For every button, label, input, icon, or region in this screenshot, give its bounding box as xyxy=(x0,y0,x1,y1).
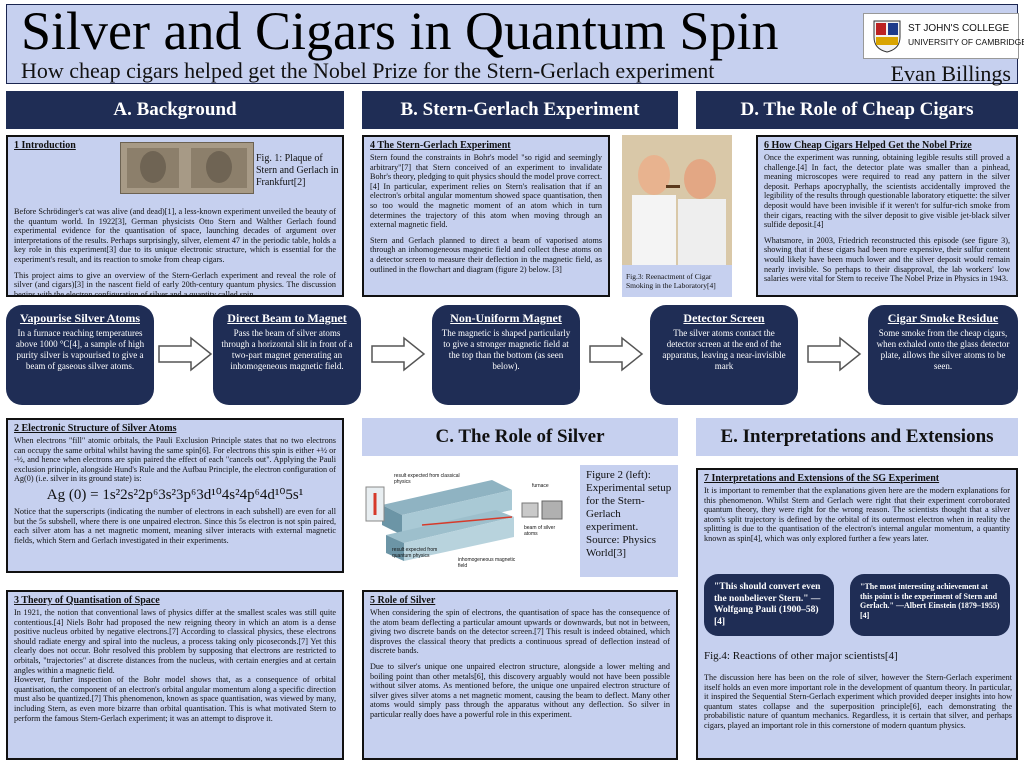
label-quantum-result: result expected from quantum physics xyxy=(392,547,438,559)
section-c-header: C. The Role of Silver xyxy=(362,418,678,456)
flow-arrow-icon xyxy=(807,336,862,372)
flow-step-5-title: Cigar Smoke Residue xyxy=(887,311,999,325)
plaque-relief-icon xyxy=(127,148,247,188)
electron-configuration-formula: Ag (0) = 1s²2s²2p⁶3s²3p⁶3d¹⁰4s²4p⁶4d¹⁰5s… xyxy=(46,486,304,503)
introduction-heading: 1 Introduction xyxy=(14,140,76,151)
label-magnet: inhomogeneous magnetic field xyxy=(458,557,516,569)
interpretations-paragraph-1: It is important to remember that the exp… xyxy=(704,486,1010,543)
stern-gerlach-paragraph-2: Stern and Gerlach planned to direct a be… xyxy=(370,235,602,274)
figure-3-caption: Fig.3: Reenactment of Cigar Smoking in t… xyxy=(626,272,716,290)
flow-step-1: Vapourise Silver Atoms In a furnace reac… xyxy=(6,305,154,405)
role-of-silver-paragraph-1: When considering the spin of electrons, … xyxy=(370,608,670,656)
theory-paragraph-1: In 1921, the notion that conventional la… xyxy=(14,608,336,675)
logo-line-1: ST JOHN'S COLLEGE xyxy=(908,23,1010,34)
interpretations-heading: 7 Interpretations and Extensions of the … xyxy=(704,473,940,484)
figure-2-diagram: result expected from classical physics f… xyxy=(362,465,574,577)
section-a-header: A. Background xyxy=(6,91,344,129)
role-of-silver-paragraph-2: Due to silver's unique one unpaired elec… xyxy=(370,661,670,719)
einstein-quote: "The most interesting achievement at thi… xyxy=(850,574,1010,636)
label-classical-result: result expected from classical physics xyxy=(394,473,460,485)
electronic-structure-box: 2 Electronic Structure of Silver Atoms W… xyxy=(6,418,344,573)
flow-step-4-text: The silver atoms contact the detector sc… xyxy=(662,328,786,371)
electronic-structure-paragraph-1: When electrons "fill" atomic orbitals, t… xyxy=(14,436,336,484)
flow-step-3-title: Non-Uniform Magnet xyxy=(450,311,562,325)
stern-gerlach-heading: 4 The Stern-Gerlach Experiment xyxy=(370,140,511,151)
label-furnace: furnace xyxy=(532,483,549,489)
stern-gerlach-box: 4 The Stern-Gerlach Experiment Stern fou… xyxy=(362,135,610,297)
flow-step-2: Direct Beam to Magnet Pass the beam of s… xyxy=(213,305,361,405)
interpretations-box: 7 Interpretations and Extensions of the … xyxy=(696,468,1018,760)
flow-step-3-text: The magnetic is shaped particularly to g… xyxy=(441,328,571,371)
poster-title: Silver and Cigars in Quantum Spin xyxy=(21,1,779,61)
introduction-box: 1 Introduction Fig. 1: Plaque of Stern a… xyxy=(6,135,344,297)
flow-step-2-text: Pass the beam of silver atoms through a … xyxy=(221,328,353,371)
flow-step-2-title: Direct Beam to Magnet xyxy=(227,311,347,325)
poster-header: Silver and Cigars in Quantum Spin How ch… xyxy=(6,1,1024,86)
stern-gerlach-paragraph-1: Stern found the constraints in Bohr's mo… xyxy=(370,153,602,230)
theory-box: 3 Theory of Quantisation of Space In 192… xyxy=(6,590,344,760)
pauli-quote: "This should convert even the nonbelieve… xyxy=(704,574,834,636)
introduction-paragraph-2: This project aims to give an overview of… xyxy=(14,270,336,297)
flow-step-5: Cigar Smoke Residue Some smoke from the … xyxy=(868,305,1018,405)
section-b-header: B. Stern-Gerlach Experiment xyxy=(362,91,678,129)
theory-paragraph-2: However, further inspection of the Bohr … xyxy=(14,675,336,723)
cigar-reenactment-photo xyxy=(622,135,732,265)
plaque-image xyxy=(120,142,254,194)
role-of-silver-heading: 5 Role of Silver xyxy=(370,595,436,606)
cigars-heading: 6 How Cheap Cigars Helped Get the Nobel … xyxy=(764,140,972,151)
author-name: Evan Billings xyxy=(890,61,1011,86)
flow-step-3: Non-Uniform Magnet The magnetic is shape… xyxy=(432,305,580,405)
flow-step-4-title: Detector Screen xyxy=(683,311,765,325)
label-beam: beam of silver atoms xyxy=(524,525,556,537)
introduction-paragraph-1: Before Schrödinger's cat was alive (and … xyxy=(14,207,336,264)
flow-arrow-icon xyxy=(158,336,213,372)
cigars-paragraph-2: Whatsmore, in 2003, Friedrich reconstruc… xyxy=(764,235,1010,284)
section-e-header: E. Interpretations and Extensions xyxy=(696,418,1018,456)
figure-3: Fig.3: Reenactment of Cigar Smoking in t… xyxy=(622,135,732,297)
cigars-box: 6 How Cheap Cigars Helped Get the Nobel … xyxy=(756,135,1018,297)
electronic-structure-heading: 2 Electronic Structure of Silver Atoms xyxy=(14,423,177,434)
flow-arrow-icon xyxy=(589,336,644,372)
stern-gerlach-setup-diagram xyxy=(365,480,563,561)
college-logo: ST JOHN'S COLLEGE UNIVERSITY OF CAMBRIDG… xyxy=(863,13,1024,59)
flow-step-4: Detector Screen The silver atoms contact… xyxy=(650,305,798,405)
flow-step-5-text: Some smoke from the cheap cigars, when e… xyxy=(876,328,1010,371)
interpretations-paragraph-2: The discussion here has been on the role… xyxy=(704,673,1012,730)
figure-4-caption: Fig.4: Reactions of other major scientis… xyxy=(704,650,898,662)
flow-step-1-text: In a furnace reaching temperatures above… xyxy=(15,328,145,371)
cigars-paragraph-1: Once the experiment was running, obtaini… xyxy=(764,153,1010,230)
crest-icon xyxy=(873,20,901,53)
figure-1-caption: Fig. 1: Plaque of Stern and Gerlach in F… xyxy=(256,153,339,188)
flow-step-1-title: Vapourise Silver Atoms xyxy=(19,311,140,325)
logo-line-2: UNIVERSITY OF CAMBRIDGE xyxy=(908,37,1024,47)
poster-subtitle: How cheap cigars helped get the Nobel Pr… xyxy=(21,58,715,83)
flow-arrow-icon xyxy=(371,336,426,372)
section-d-header: D. The Role of Cheap Cigars xyxy=(696,91,1018,129)
figure-2-caption: Figure 2 (left): Experimental setup for … xyxy=(580,465,678,577)
theory-heading: 3 Theory of Quantisation of Space xyxy=(14,595,160,606)
electronic-structure-paragraph-2: Notice that the superscripts (indicating… xyxy=(14,506,336,545)
role-of-silver-box: 5 Role of Silver When considering the sp… xyxy=(362,590,678,760)
